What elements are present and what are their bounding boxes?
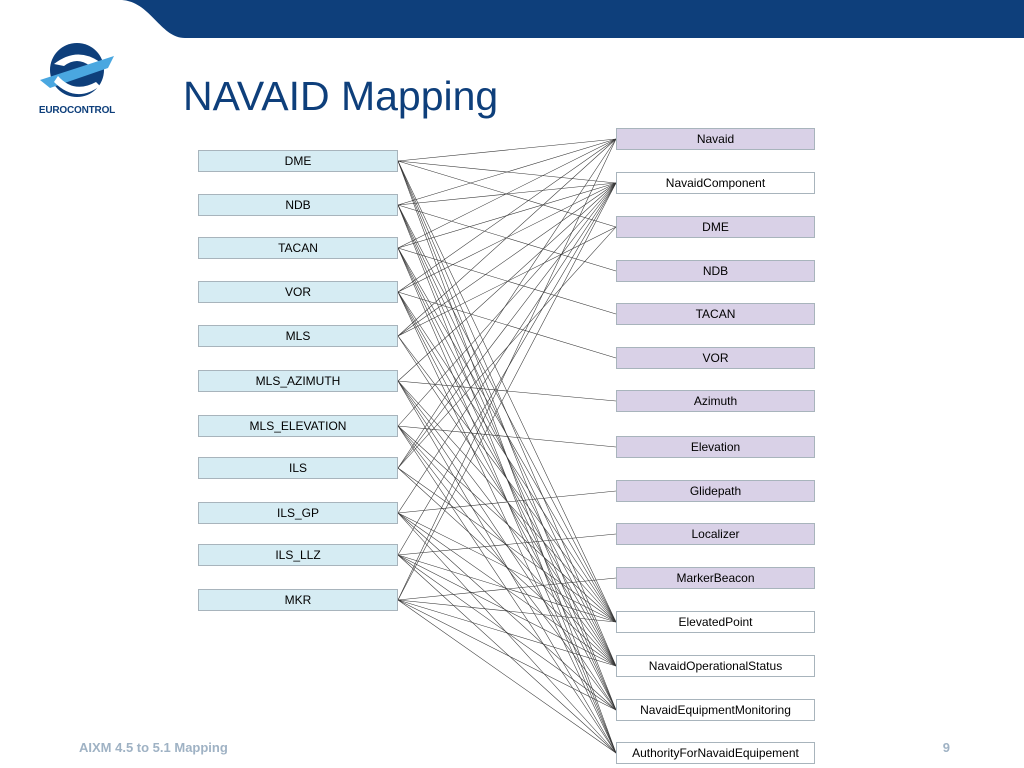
- target-node-glidepath: Glidepath: [616, 480, 815, 502]
- target-node-elevatedpoint: ElevatedPoint: [616, 611, 815, 633]
- mapping-line-mls-azimuth-to-navaidcomponent: [397, 182, 617, 382]
- mapping-line-mkr-to-navaidcomponent: [397, 182, 617, 601]
- mapping-line-mls-to-elevatedpoint: [397, 335, 617, 623]
- mapping-line-vor-to-elevatedpoint: [397, 291, 617, 623]
- mapping-line-ils-to-navaidoperationalstatus: [397, 467, 617, 667]
- source-node-vor: VOR: [198, 281, 398, 303]
- target-node-markerbeacon: MarkerBeacon: [616, 567, 815, 589]
- source-node-ils-gp: ILS_GP: [198, 502, 398, 524]
- mapping-line-tacan-to-tacan: [397, 247, 617, 315]
- target-node-localizer: Localizer: [616, 523, 815, 545]
- target-node-navaidoperationalstatus: NavaidOperationalStatus: [616, 655, 815, 677]
- mapping-line-ils-llz-to-navaidoperationalstatus: [397, 554, 617, 667]
- eurocontrol-emblem-icon: [40, 43, 114, 97]
- target-node-dme: DME: [616, 216, 815, 238]
- mapping-line-mkr-to-navaidequipmentmonitoring: [397, 599, 617, 711]
- mapping-line-ils-gp-to-navaidoperationalstatus: [397, 512, 617, 667]
- source-node-mls: MLS: [198, 325, 398, 347]
- mapping-line-ils-to-elevatedpoint: [397, 467, 617, 623]
- header-bar-curve: [0, 0, 185, 38]
- mapping-line-ndb-to-navaid: [397, 138, 617, 206]
- mapping-line-mls-to-navaid: [397, 138, 617, 337]
- mapping-line-mkr-to-authorityfornavaidequipement: [397, 599, 617, 754]
- source-node-mls-azimuth: MLS_AZIMUTH: [198, 370, 398, 392]
- mapping-line-ils-gp-to-glidepath: [397, 490, 617, 514]
- mapping-line-dme-to-navaid: [397, 138, 617, 162]
- source-node-mkr: MKR: [198, 589, 398, 611]
- mapping-line-mls-to-navaidcomponent: [397, 182, 617, 337]
- eurocontrol-logo: EUROCONTROL: [34, 38, 120, 120]
- target-node-vor: VOR: [616, 347, 815, 369]
- mapping-line-ils-llz-to-authorityfornavaidequipement: [397, 554, 617, 754]
- mapping-line-ils-gp-to-elevatedpoint: [397, 512, 617, 623]
- source-node-ils: ILS: [198, 457, 398, 479]
- page-title: NAVAID Mapping: [183, 73, 499, 119]
- mapping-line-ndb-to-ndb: [397, 204, 617, 272]
- target-node-azimuth: Azimuth: [616, 390, 815, 412]
- mapping-line-ndb-to-elevatedpoint: [397, 204, 617, 623]
- target-node-authorityfornavaidequipement: AuthorityForNavaidEquipement: [616, 742, 815, 764]
- mapping-line-ils-to-navaidcomponent: [397, 182, 617, 469]
- mapping-line-mkr-to-elevatedpoint: [397, 599, 617, 623]
- target-node-navaidcomponent: NavaidComponent: [616, 172, 815, 194]
- mapping-line-ils-llz-to-navaidequipmentmonitoring: [397, 554, 617, 711]
- mapping-line-mls-elevation-to-navaidequipmentmonitoring: [397, 425, 617, 711]
- mapping-line-ils-to-dme: [397, 226, 617, 469]
- mapping-line-tacan-to-navaid: [397, 138, 617, 249]
- mapping-line-mkr-to-markerbeacon: [397, 577, 617, 601]
- source-node-tacan: TACAN: [198, 237, 398, 259]
- target-node-navaidequipmentmonitoring: NavaidEquipmentMonitoring: [616, 699, 815, 721]
- mapping-line-vor-to-navaid: [397, 138, 617, 293]
- mapping-line-vor-to-authorityfornavaidequipement: [397, 291, 617, 754]
- header-bar: [0, 0, 1024, 38]
- source-node-dme: DME: [198, 150, 398, 172]
- mapping-line-mkr-to-navaidoperationalstatus: [397, 599, 617, 667]
- mapping-line-mkr-to-navaid: [397, 138, 617, 601]
- logo-wordmark: EUROCONTROL: [38, 105, 116, 116]
- mapping-line-ils-gp-to-navaidequipmentmonitoring: [397, 512, 617, 711]
- mapping-line-ils-llz-to-elevatedpoint: [397, 554, 617, 623]
- mapping-line-mls-elevation-to-elevatedpoint: [397, 425, 617, 623]
- target-node-tacan: TACAN: [616, 303, 815, 325]
- mapping-line-ils-llz-to-localizer: [397, 533, 617, 556]
- mapping-line-mls-elevation-to-navaidcomponent: [397, 182, 617, 427]
- mapping-line-mls-azimuth-to-navaidequipmentmonitoring: [397, 380, 617, 711]
- mapping-line-mls-azimuth-to-elevatedpoint: [397, 380, 617, 623]
- page-number: 9: [942, 740, 950, 755]
- mapping-line-ils-to-navaid: [397, 138, 617, 469]
- target-node-ndb: NDB: [616, 260, 815, 282]
- mapping-line-ndb-to-navaidcomponent: [397, 182, 617, 206]
- mapping-line-ils-gp-to-navaidcomponent: [397, 182, 617, 514]
- source-node-mls-elevation: MLS_ELEVATION: [198, 415, 398, 437]
- target-node-elevation: Elevation: [616, 436, 815, 458]
- source-node-ils-llz: ILS_LLZ: [198, 544, 398, 566]
- mapping-line-mls-elevation-to-navaidoperationalstatus: [397, 425, 617, 667]
- mapping-line-mls-elevation-to-elevation: [397, 425, 617, 448]
- source-node-ndb: NDB: [198, 194, 398, 216]
- footer-text: AIXM 4.5 to 5.1 Mapping: [79, 740, 228, 755]
- target-node-navaid: Navaid: [616, 128, 815, 150]
